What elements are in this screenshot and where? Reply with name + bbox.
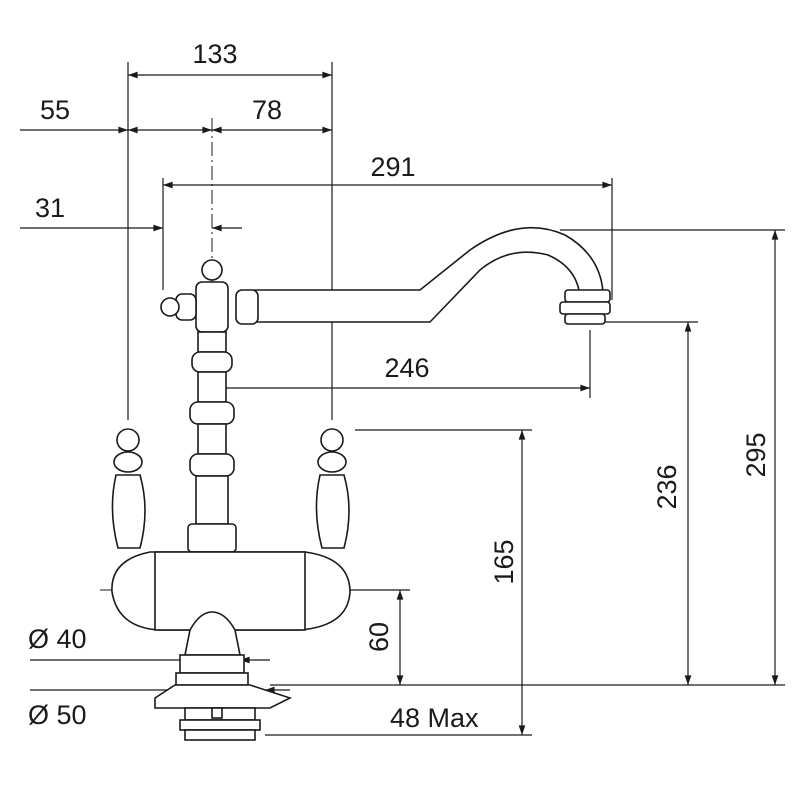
dim-base-diameter: Ø 40 <box>28 624 87 654</box>
dim-total-width: 133 <box>192 39 237 69</box>
dim-max-deck-thickness: 48 Max <box>390 703 479 733</box>
dim-right-offset: 78 <box>252 95 282 125</box>
dim-body-height: 60 <box>364 622 394 652</box>
dim-total-height: 295 <box>741 432 771 477</box>
dim-clearance-height: 165 <box>489 539 519 584</box>
dimension-lines <box>20 71 779 736</box>
dim-left-offset: 55 <box>40 95 70 125</box>
faucet-body <box>111 226 611 741</box>
dim-spout-reach-total: 291 <box>370 152 415 182</box>
dim-center-offset: 31 <box>35 193 65 223</box>
dim-outlet-height: 236 <box>652 464 682 509</box>
dim-flange-diameter: Ø 50 <box>28 700 87 730</box>
dim-spout-reach: 246 <box>384 353 429 383</box>
extension-lines <box>127 62 785 736</box>
